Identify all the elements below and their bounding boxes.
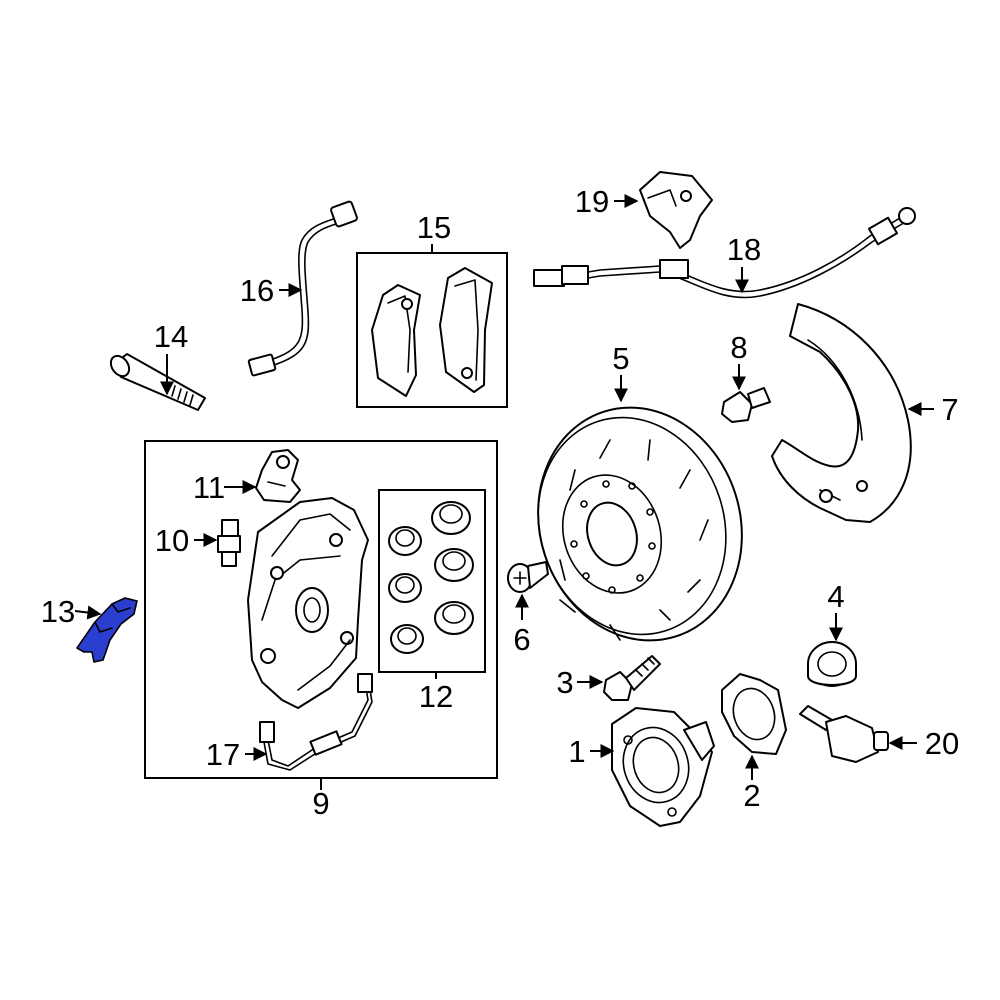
part-12-seals[interactable] <box>388 501 474 654</box>
part-3-bolt[interactable] <box>603 655 661 701</box>
callout-8[interactable]: 8 <box>730 330 747 365</box>
callout-5[interactable]: 5 <box>612 341 629 376</box>
callout-15[interactable]: 15 <box>417 210 451 245</box>
part-2-gasket[interactable] <box>721 673 787 755</box>
callout-4[interactable]: 4 <box>827 579 844 614</box>
callout-9[interactable]: 9 <box>312 786 329 821</box>
callout-14[interactable]: 14 <box>154 319 188 354</box>
part-16-wear-sensor[interactable] <box>247 200 358 377</box>
part-6-screw[interactable] <box>507 561 549 593</box>
part-8-bolt[interactable] <box>721 387 771 423</box>
callout-18[interactable]: 18 <box>727 232 761 267</box>
part-17-brake-line[interactable] <box>259 673 373 771</box>
part-7-dust-shield[interactable] <box>771 303 912 523</box>
part-4-bearing[interactable] <box>807 641 857 687</box>
seal-kit-box <box>378 489 486 673</box>
callout-11[interactable]: 11 <box>193 470 225 505</box>
part-9-caliper[interactable] <box>247 497 369 709</box>
callout-6[interactable]: 6 <box>513 622 530 657</box>
callout-17[interactable]: 17 <box>206 737 240 772</box>
callout-2[interactable]: 2 <box>743 778 760 813</box>
part-20-sensor[interactable] <box>799 705 889 763</box>
part-1-hub[interactable] <box>611 707 715 827</box>
callout-arrows <box>74 194 934 790</box>
part-13-bracket[interactable] <box>76 597 138 663</box>
callout-13[interactable]: 13 <box>41 594 75 629</box>
callout-10[interactable]: 10 <box>155 523 189 558</box>
callout-20[interactable]: 20 <box>925 726 959 761</box>
part-15-brake-pads[interactable] <box>371 267 493 397</box>
part-10-bleeder[interactable] <box>217 519 241 567</box>
callout-3[interactable]: 3 <box>556 665 573 700</box>
callout-7[interactable]: 7 <box>941 392 958 427</box>
callout-16[interactable]: 16 <box>240 273 274 308</box>
part-11-bracket[interactable] <box>255 449 301 503</box>
part-18-brake-hose[interactable] <box>533 207 916 299</box>
callout-19[interactable]: 19 <box>575 184 609 219</box>
part-14-bolt[interactable] <box>107 352 206 411</box>
part-19-bracket[interactable] <box>639 171 713 249</box>
callout-1[interactable]: 1 <box>568 734 585 769</box>
part-5-rotor[interactable] <box>508 381 771 667</box>
callout-labels: 13 14 16 15 11 10 12 17 9 19 18 5 8 7 6 … <box>41 184 959 821</box>
callout-12[interactable]: 12 <box>419 679 453 714</box>
